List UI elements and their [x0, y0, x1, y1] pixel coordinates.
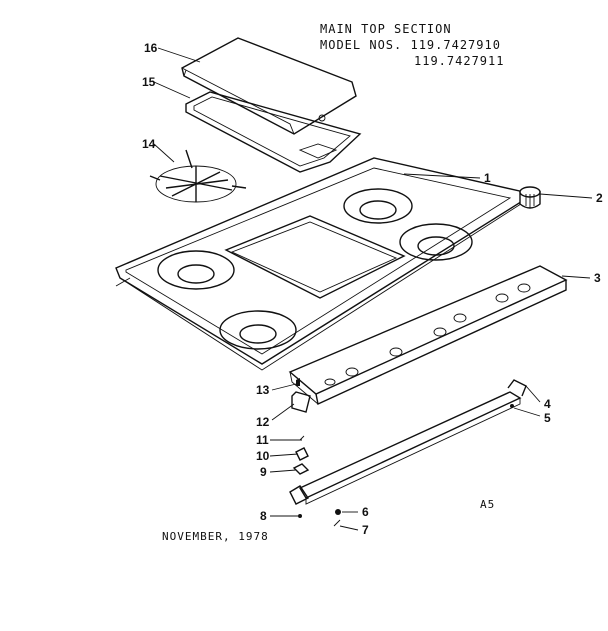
callout-14: 14: [142, 137, 156, 151]
callout-3: 3: [594, 271, 601, 285]
callout-7: 7: [362, 523, 369, 537]
drawing-code: A5: [480, 498, 496, 511]
lower-rail-part: [289, 379, 527, 505]
callout-8: 8: [260, 509, 267, 523]
callout-16: 16: [144, 41, 158, 55]
control-knob-part: [519, 186, 541, 209]
callout-5: 5: [544, 411, 551, 425]
callout-10: 10: [256, 449, 270, 463]
callout-11: 11: [256, 433, 269, 447]
leader-lines: [153, 47, 593, 531]
callout-1: 1: [484, 171, 491, 185]
callout-6: 6: [362, 505, 369, 519]
griddle-frame-part: [185, 91, 362, 173]
callout-13: 13: [256, 383, 270, 397]
valve-hardware-part: [292, 435, 310, 475]
model-numbers-line2: 119.7427911: [414, 54, 505, 68]
callout-4: 4: [544, 397, 551, 411]
callout-labels: 16 15 14 1 2 3 4 5 13 12 11 10 9 8 6 7: [142, 41, 603, 537]
callout-15: 15: [142, 75, 156, 89]
griddle-cover-part: [181, 37, 357, 135]
callout-12: 12: [256, 415, 270, 429]
burner-grate-part: [149, 149, 247, 203]
date-label: NOVEMBER, 1978: [162, 530, 269, 543]
main-top-panel-part: [115, 157, 525, 371]
callout-9: 9: [260, 465, 267, 479]
section-title: MAIN TOP SECTION: [320, 22, 452, 36]
screw-part: [298, 509, 341, 527]
callout-2: 2: [596, 191, 603, 205]
model-numbers-line1: MODEL NOS. 119.7427910: [320, 38, 501, 52]
bracket-part: [291, 378, 311, 413]
